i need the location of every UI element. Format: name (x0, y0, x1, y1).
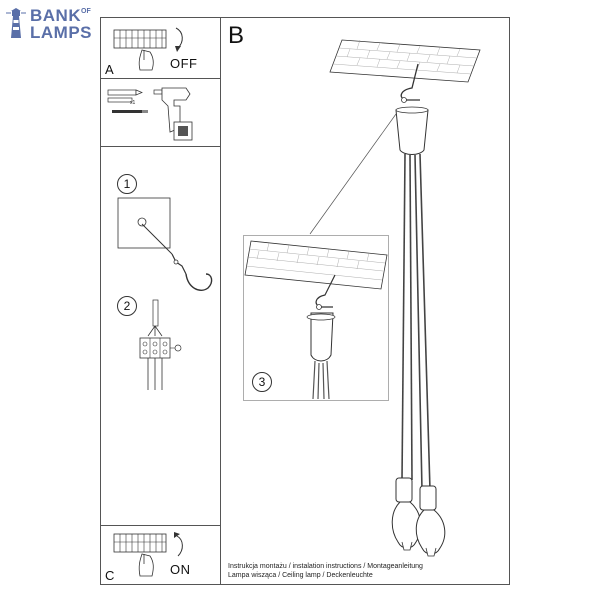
panel-c-state: ON (170, 562, 191, 577)
drill-and-anchors-illustration (107, 87, 193, 141)
logo-text-bank: BANK (30, 6, 82, 25)
step-1-badge: 1 (117, 174, 137, 194)
step-2-badge: 2 (117, 296, 137, 316)
lighthouse-icon (6, 8, 26, 38)
divider-c (100, 525, 221, 526)
step-2-wiring-illustration (139, 299, 182, 390)
brand-logo: BANK OF LAMPS (4, 6, 100, 42)
divider-a (100, 78, 221, 79)
panel-c-label: C (105, 568, 115, 583)
column-divider (220, 17, 221, 585)
switch-up-arrow-icon (174, 532, 183, 557)
step-3-badge: 3 (252, 372, 272, 392)
panel-a-state: OFF (170, 56, 198, 71)
logo-text-of: OF (81, 8, 91, 15)
step-1-hook-illustration (117, 197, 213, 292)
main-lamp-illustration (391, 63, 446, 557)
caption-product: Lampa wisząca / Ceiling lamp / Deckenleu… (228, 572, 373, 579)
terminal-block-on-illustration (113, 533, 167, 577)
terminal-block-off-illustration (113, 29, 167, 71)
panel-a-label: A (105, 62, 114, 77)
anchor-quantity: x1 (130, 100, 136, 106)
step-3-detail-inset (243, 235, 389, 401)
detail-leader-line (309, 113, 397, 235)
caption-instructions: Instrukcja montażu / instalation instruc… (228, 563, 423, 570)
panel-b-label: B (228, 22, 245, 49)
divider-tools (100, 146, 221, 147)
logo-text-lamps: LAMPS (30, 23, 92, 42)
instruction-sheet-frame (100, 17, 510, 585)
ceiling-plate-illustration (329, 39, 481, 83)
switch-down-arrow-icon (175, 27, 183, 52)
